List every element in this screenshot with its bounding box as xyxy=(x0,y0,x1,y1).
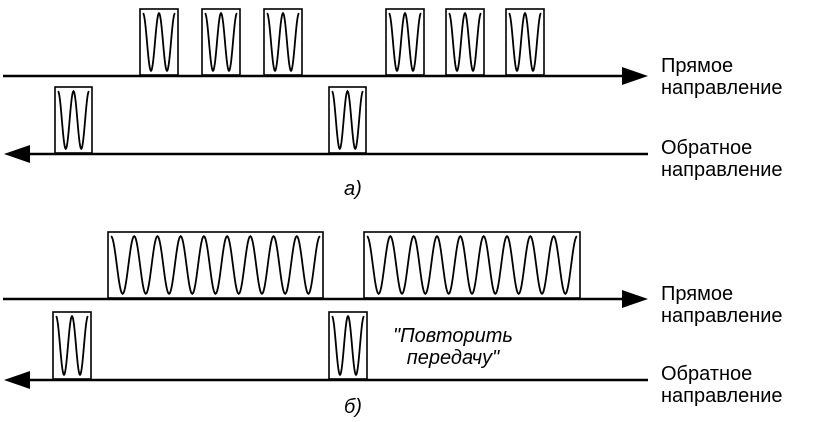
packets xyxy=(52,8,581,380)
forward-frame-b-1 xyxy=(107,231,324,299)
arrow-head xyxy=(622,67,648,85)
packet-box xyxy=(54,86,93,154)
packet-box xyxy=(328,311,368,380)
waveform xyxy=(366,235,578,295)
caption-b: б) xyxy=(344,396,362,418)
waveform xyxy=(508,11,542,73)
waveform xyxy=(331,89,364,151)
waveform xyxy=(142,11,176,73)
reverse-arrow-b xyxy=(4,371,648,389)
reverse-direction-label-b: Обратное направление xyxy=(661,363,783,407)
reverse-arrow-a xyxy=(4,145,648,163)
reverse-frame-a-2 xyxy=(328,86,367,154)
reverse-frame-b-2 xyxy=(328,311,368,380)
forward-frame-a-6 xyxy=(505,8,545,76)
packet-box xyxy=(328,86,367,154)
waveform xyxy=(448,11,482,73)
arrow-head xyxy=(622,290,648,308)
arrow-head xyxy=(4,371,30,389)
arrow-head xyxy=(4,145,30,163)
forward-frame-a-4 xyxy=(385,8,425,76)
packet-box xyxy=(385,8,425,76)
direction-arrows xyxy=(3,67,648,389)
reverse-direction-label-a: Обратное направление xyxy=(661,137,783,181)
reverse-frame-b-1 xyxy=(52,311,92,380)
waveform xyxy=(110,235,321,295)
packet-box xyxy=(52,311,92,380)
waveform xyxy=(57,89,90,151)
packet-box xyxy=(139,8,179,76)
forward-arrow-a xyxy=(3,67,648,85)
packet-box xyxy=(505,8,545,76)
waveform xyxy=(204,11,238,73)
packet-box xyxy=(201,8,241,76)
forward-direction-label-b: Прямое направление xyxy=(661,283,783,327)
reverse-frame-a-1 xyxy=(54,86,93,154)
forward-direction-label-a: Прямое направление xyxy=(661,55,783,99)
waveform xyxy=(388,11,422,73)
forward-frame-a-5 xyxy=(445,8,485,76)
repeat-transmission-note: "Повторить передачу" xyxy=(393,325,513,369)
caption-a: а) xyxy=(344,178,362,200)
waveform xyxy=(55,314,89,377)
packet-box xyxy=(263,8,303,76)
forward-frame-a-2 xyxy=(201,8,241,76)
waveform xyxy=(331,314,365,377)
forward-frame-a-3 xyxy=(263,8,303,76)
forward-frame-b-2 xyxy=(363,231,581,299)
packet-box xyxy=(445,8,485,76)
waveform xyxy=(266,11,300,73)
forward-arrow-b xyxy=(3,290,648,308)
forward-frame-a-1 xyxy=(139,8,179,76)
